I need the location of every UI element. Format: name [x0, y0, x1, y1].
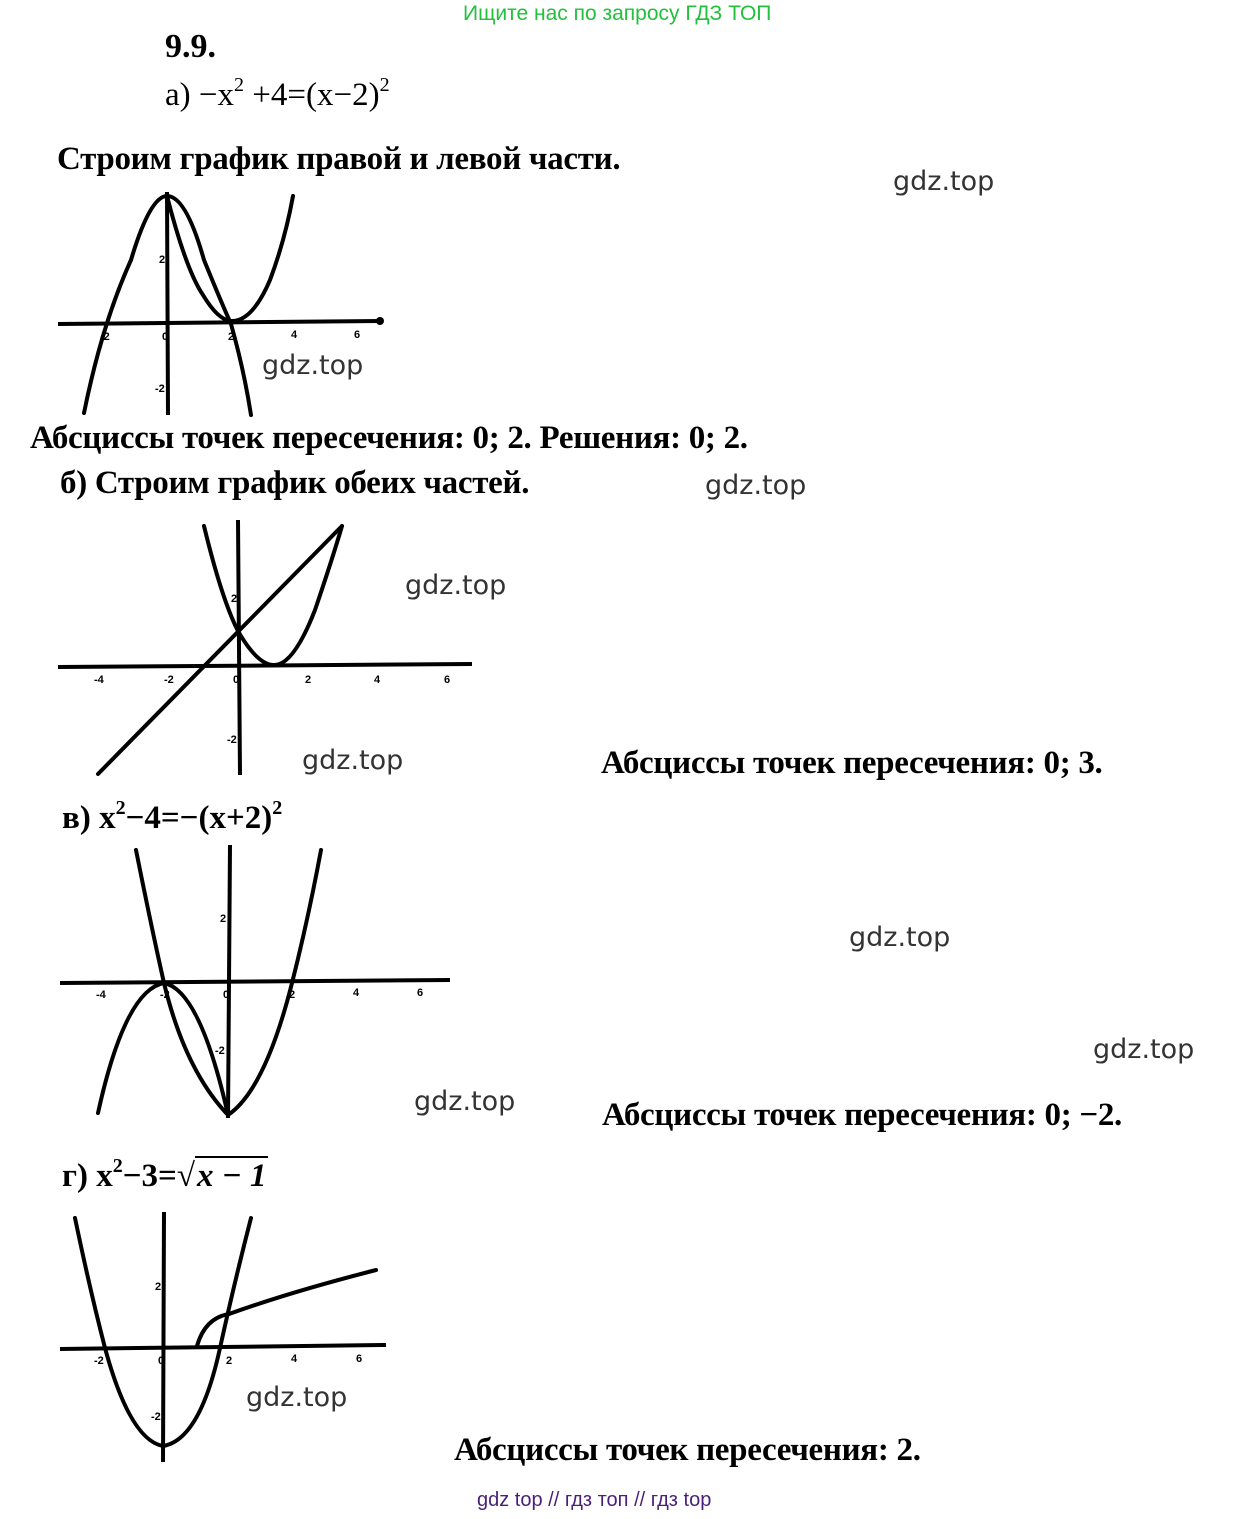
equation-d: г) x2−3=√x − 1 [62, 1155, 269, 1195]
svg-text:6: 6 [417, 987, 423, 999]
sqrt-curve-d [195, 1268, 378, 1348]
answer-b: Абсциссы точек пересечения: 0; 3. [601, 745, 1103, 781]
x-axis [57, 662, 473, 669]
svg-text:0: 0 [158, 1355, 164, 1367]
watermark: gdz.top [893, 166, 995, 197]
watermark: gdz.top [1093, 1034, 1195, 1065]
exp: 2 [379, 74, 390, 96]
svg-text:-2: -2 [227, 734, 237, 746]
sqrt-symbol: √x − 1 [176, 1156, 269, 1194]
radicand: x − 1 [194, 1156, 269, 1194]
equation-a-label: а) [165, 77, 191, 113]
eq-part: x [99, 800, 116, 836]
svg-text:4: 4 [374, 674, 381, 686]
instruction-b: б) Строим график обеих частей. [60, 465, 530, 501]
curve-a-right [165, 194, 295, 323]
line-b [96, 524, 344, 776]
equation-a: а) −x2 +4=(x−2)2 [165, 74, 390, 114]
svg-text:6: 6 [444, 674, 450, 686]
equation-c-label: в) [62, 800, 91, 836]
exp: 2 [115, 797, 126, 819]
svg-text:2: 2 [155, 1281, 161, 1293]
equation-a-rhs: +4=(x−2) [244, 77, 380, 113]
y-axis [165, 191, 170, 416]
svg-text:2: 2 [220, 913, 226, 925]
svg-text:2: 2 [305, 674, 311, 686]
watermark: gdz.top [246, 1382, 348, 1413]
svg-text:-2: -2 [155, 383, 165, 395]
svg-text:2: 2 [159, 254, 165, 266]
parabola-d [73, 1216, 253, 1449]
answer-d: Абсциссы точек пересечения: 2. [454, 1432, 921, 1468]
svg-text:2: 2 [226, 1355, 232, 1367]
curve-a-left [82, 193, 253, 417]
svg-text:2: 2 [231, 593, 237, 605]
x-axis [57, 319, 382, 326]
equation-c: в) x2−4=−(x+2)2 [62, 797, 282, 837]
exp: 2 [234, 74, 245, 96]
svg-text:0: 0 [162, 331, 168, 343]
x-axis [59, 1343, 387, 1351]
svg-text:0: 0 [233, 674, 239, 686]
svg-text:-4: -4 [96, 989, 107, 1001]
answer-c: Абсциссы точек пересечения: 0; −2. [602, 1097, 1122, 1133]
footer-watermark: gdz top // гдз топ // гдз top [477, 1489, 712, 1511]
equation-d-label: г) [62, 1158, 88, 1194]
x-axis [59, 978, 451, 985]
eq-part: −3= [122, 1158, 177, 1194]
svg-text:2: 2 [289, 989, 295, 1001]
exp: 2 [112, 1155, 123, 1177]
eq-part: −4=−(x+2) [125, 800, 273, 836]
site-banner: Ищите нас по запросу ГДЗ ТОП [463, 2, 772, 25]
y-axis [161, 1211, 166, 1463]
svg-text:-2: -2 [94, 1355, 104, 1367]
y-axis [236, 519, 242, 776]
answer-a: Абсциссы точек пересечения: 0; 2. Решени… [30, 420, 748, 456]
svg-text:4: 4 [291, 329, 298, 341]
watermark: gdz.top [705, 470, 807, 501]
eq-part: x [96, 1158, 113, 1194]
equation-a-lhs: −x [198, 77, 235, 113]
svg-text:-2: -2 [151, 1411, 161, 1423]
svg-text:6: 6 [354, 329, 360, 341]
watermark: gdz.top [302, 745, 404, 776]
svg-text:0: 0 [223, 989, 229, 1001]
problem-number: 9.9. [165, 28, 216, 65]
parabola-c-down [96, 980, 230, 1117]
svg-text:-4: -4 [94, 674, 105, 686]
svg-text:2: 2 [228, 331, 234, 343]
svg-text:-2: -2 [164, 674, 174, 686]
svg-text:4: 4 [353, 987, 360, 999]
svg-text:6: 6 [356, 1353, 362, 1365]
svg-text:4: 4 [291, 1353, 298, 1365]
instruction-a: Строим график правой и левой части. [57, 141, 621, 177]
svg-text:-2: -2 [100, 331, 110, 343]
watermark: gdz.top [849, 922, 951, 953]
y-axis [226, 844, 232, 1119]
watermark: gdz.top [262, 350, 364, 381]
svg-text:-2: -2 [160, 989, 170, 1001]
watermark: gdz.top [414, 1086, 516, 1117]
watermark: gdz.top [405, 570, 507, 601]
parabola-b [202, 524, 344, 667]
svg-text:-2: -2 [215, 1045, 225, 1057]
exp: 2 [272, 797, 283, 819]
